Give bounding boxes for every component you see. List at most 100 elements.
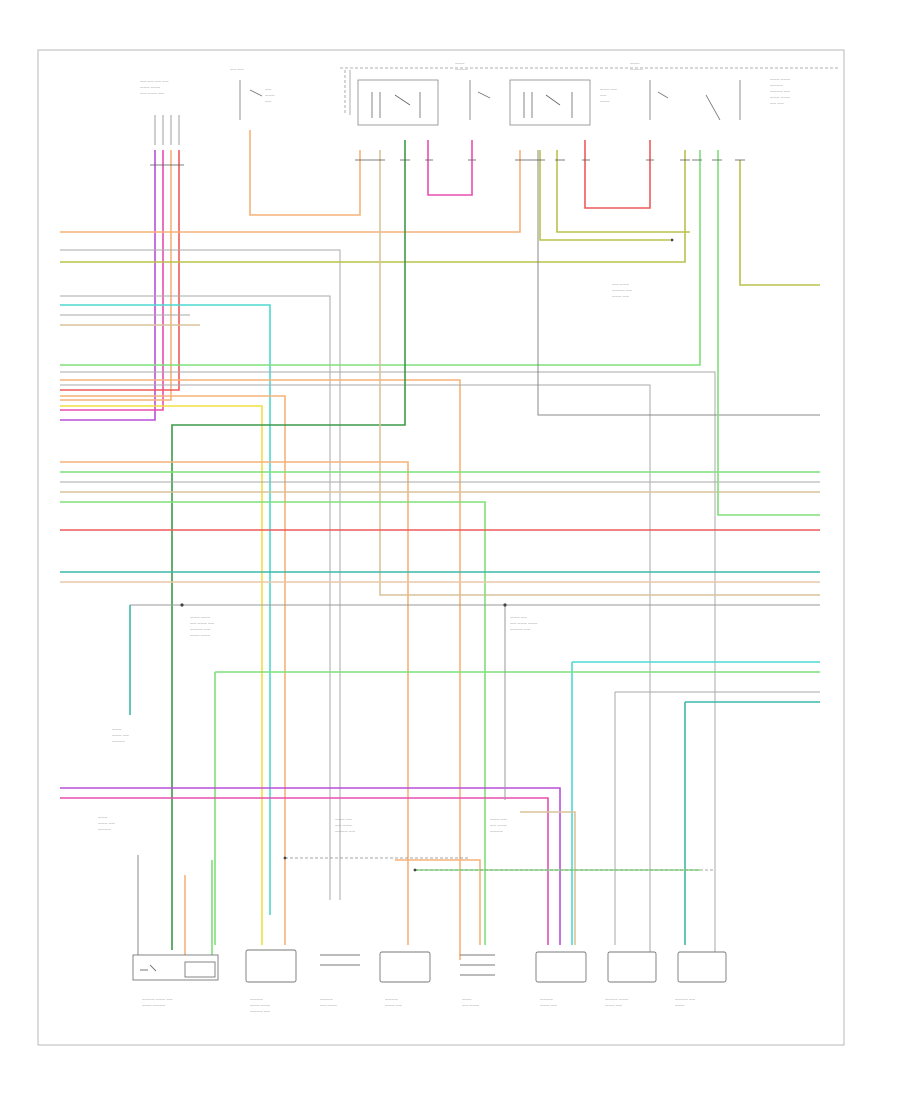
svg-text:———: ——— [630,61,640,65]
svg-text:————: ———— [250,997,264,1001]
svg-text:——— ———: ——— ——— [250,1003,271,1007]
wire-purple-1 [60,150,156,421]
svg-text:—— ——: —— —— [770,101,785,105]
components [132,949,727,983]
svg-text:———: ——— [675,1003,685,1007]
svg-text:———— ——: ———— —— [335,829,356,833]
wire-tan-2 [379,150,820,596]
svg-text:———— ———: ———— ——— [605,997,629,1001]
wire-orange-1 [60,150,172,401]
svg-text:—— ——— ——: —— ——— —— [140,91,165,95]
wire-teal-3 [684,701,820,945]
svg-text:—— ———: —— ——— [320,1003,338,1007]
svg-text:———: ——— [462,997,472,1001]
svg-text:————: ———— [98,827,112,831]
svg-text:——— ————: ——— ———— [142,1003,166,1007]
svg-text:————: ———— [630,67,644,71]
svg-text:———: ——— [600,99,610,103]
svg-text:———— ——— ——: ———— ——— —— [142,997,174,1001]
wire-gray-4 [60,371,716,960]
splices [180,238,674,872]
svg-text:————: ———— [385,997,399,1001]
relay-2-box [509,79,591,126]
component-captions: ———— ——— —— ——— ———— ———— ——— ——— ———— —… [142,997,696,1013]
svg-text:——: —— [265,87,272,91]
wire-gray-2 [60,295,331,900]
wire-dark-green-1 [171,140,406,950]
svg-text:————: ———— [455,67,469,71]
connector-ticks [150,159,745,166]
svg-text:————: ———— [770,83,784,87]
svg-text:——— ——: ——— —— [540,1003,558,1007]
svg-text:—— ———: —— ——— [462,1003,480,1007]
wire-purple-low [60,787,561,945]
wire-pink-loop [427,140,473,196]
svg-text:——— ——: ——— —— [612,294,630,298]
diagram-frame [37,49,845,1046]
svg-text:———: ——— [265,93,275,97]
top-labels: —— —— —— —— ——— ——— —— ——— —— —— —— —— —… [140,61,791,105]
fuel-pump-module [132,954,219,981]
wire-orange-3 [60,395,286,945]
svg-text:———— ——: ———— —— [770,89,791,93]
svg-text:——— ——: ——— —— [605,1003,623,1007]
svg-text:———— ——: ———— —— [250,1009,271,1013]
svg-text:——— ——: ——— —— [490,817,508,821]
svg-text:——— ——: ——— —— [112,733,130,737]
svg-text:—— ———: —— ——— [335,823,353,827]
wire-cyan-1 [60,304,271,915]
wire-gray-bus-1 [60,249,341,900]
svg-text:——: —— [600,93,607,97]
svg-text:————: ———— [112,739,126,743]
svg-text:—— ——— ——: —— ——— —— [190,621,215,625]
svg-text:—— —— —— ——: —— —— —— —— [140,79,169,83]
crankshaft-position-sensor [535,951,587,983]
wire-green-right [717,150,820,516]
svg-text:——— ——: ——— —— [385,1003,403,1007]
wire-red-1 [60,150,180,391]
wire-cyan-2 [571,661,820,945]
wire-green-long [60,150,701,366]
svg-text:——— ———: ——— ——— [190,633,211,637]
knock-sensor-2 [677,951,727,983]
svg-text:———— ——: ———— —— [510,627,531,631]
svg-text:——— ———: ——— ——— [770,95,791,99]
wire-orange-5 [395,859,481,945]
wire-olive-bus [60,150,686,263]
svg-text:———— ——: ———— —— [612,288,633,292]
wire-green-3 [60,501,486,945]
wire-pink-1 [60,150,164,411]
svg-text:—— ———: —— ——— [490,823,508,827]
svg-text:—— ——: —— —— [230,67,245,71]
svg-text:————: ———— [320,997,334,1001]
knock-sensor-1 [607,951,657,983]
svg-text:——— ———: ——— ——— [140,85,161,89]
wire-gray-right-1 [537,150,820,416]
top-section [154,67,840,145]
svg-text:—— ———: —— ——— [612,282,630,286]
wire-cyan-3 [614,691,820,945]
svg-text:———— ——: ———— —— [675,997,696,1001]
wire-orange-top [249,130,361,216]
wire-gray-5 [60,384,651,960]
svg-text:———: ——— [455,61,465,65]
svg-text:———— ——: ———— —— [190,627,211,631]
relay-1-box [357,79,439,126]
wire-orange-2 [60,379,461,960]
svg-text:———: ——— [98,815,108,819]
svg-text:——— ——: ——— —— [98,821,116,825]
wire-red-loop [584,140,651,209]
svg-text:——— ———: ——— ——— [770,77,791,81]
wires [60,130,820,960]
wire-green-4 [214,671,820,945]
camshaft-position-sensor [460,954,495,976]
svg-text:——: —— [265,99,272,103]
wire-pink-low [60,797,549,945]
fuel-level-sensor [320,954,360,966]
wire-tan-5 [520,811,576,945]
svg-text:————: ———— [540,997,554,1001]
svg-text:——— ——: ——— —— [600,87,618,91]
svg-text:——— ——: ——— —— [510,615,528,619]
throttle-position-sensor [379,951,431,983]
